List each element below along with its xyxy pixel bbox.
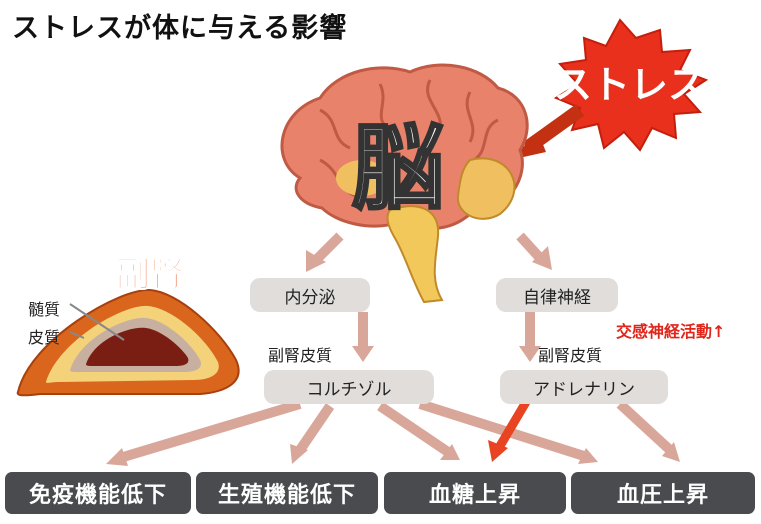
effect-immune: 免疫機能低下 xyxy=(5,472,191,514)
flow-arrows xyxy=(106,232,680,466)
label-adrenal-cortex-left: 副腎皮質 xyxy=(268,346,333,365)
page-title: ストレスが体に与える影響 xyxy=(12,13,348,44)
label-sympathetic: 交感神経活動↑ xyxy=(616,322,726,341)
brain-label: 脳 xyxy=(352,115,444,222)
node-autonomic: 自律神経 xyxy=(496,278,618,312)
node-cortisol: コルチゾル xyxy=(264,370,434,404)
node-adrenaline: アドレナリン xyxy=(500,370,668,404)
label-adrenal-cortex-right: 副腎皮質 xyxy=(538,346,603,365)
adrenaline-arrow xyxy=(488,399,530,462)
effect-blood-sugar: 血糖上昇 xyxy=(384,472,566,514)
medulla-label: 髄質 xyxy=(28,300,61,319)
adrenal-gland-illustration xyxy=(16,288,240,397)
effect-reproductive: 生殖機能低下 xyxy=(196,472,378,514)
node-endocrine: 内分泌 xyxy=(250,278,370,312)
brain-illustration xyxy=(280,63,529,304)
effect-blood-pressure: 血圧上昇 xyxy=(571,472,755,514)
stress-label: ストレス xyxy=(554,63,706,107)
cortex-label: 皮質 xyxy=(28,328,61,347)
adrenal-title: 副腎 xyxy=(116,255,184,295)
stress-burst-icon: ストレス xyxy=(553,18,709,152)
